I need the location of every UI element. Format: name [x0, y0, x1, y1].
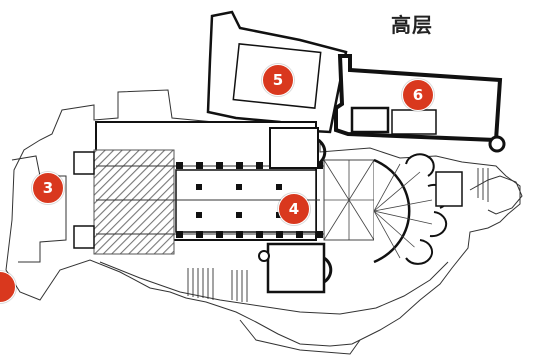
location-marker-4[interactable]: 4	[278, 193, 310, 225]
east-tower-dot	[488, 135, 506, 153]
west-chapel-north	[73, 151, 95, 175]
south-ring-2	[239, 319, 361, 355]
pillar-row-south	[176, 231, 323, 238]
apse-main	[373, 158, 411, 264]
location-marker-3[interactable]: 3	[32, 172, 64, 204]
south-stair-dot	[258, 250, 270, 262]
radiating-chapels	[405, 153, 450, 265]
level-title: 高层	[391, 13, 433, 37]
south-ring-1	[99, 261, 449, 315]
west-bay-outline	[11, 155, 67, 263]
location-marker-6[interactable]: 6	[402, 79, 434, 111]
west-front-hatched	[93, 149, 175, 255]
north-apse-small	[317, 138, 327, 166]
location-marker-5[interactable]: 5	[262, 64, 294, 96]
east-chapel-box	[435, 171, 463, 207]
south-stairs	[187, 268, 248, 302]
room-6-annex-a	[350, 106, 390, 134]
transept-south	[266, 242, 326, 294]
south-apse-small	[323, 256, 333, 284]
west-chapel-south	[73, 225, 95, 249]
east-annex	[469, 175, 523, 215]
apse-ribs	[373, 163, 433, 259]
choir-vaults	[323, 159, 375, 241]
east-stairs	[477, 168, 489, 202]
transept-north	[269, 127, 319, 169]
